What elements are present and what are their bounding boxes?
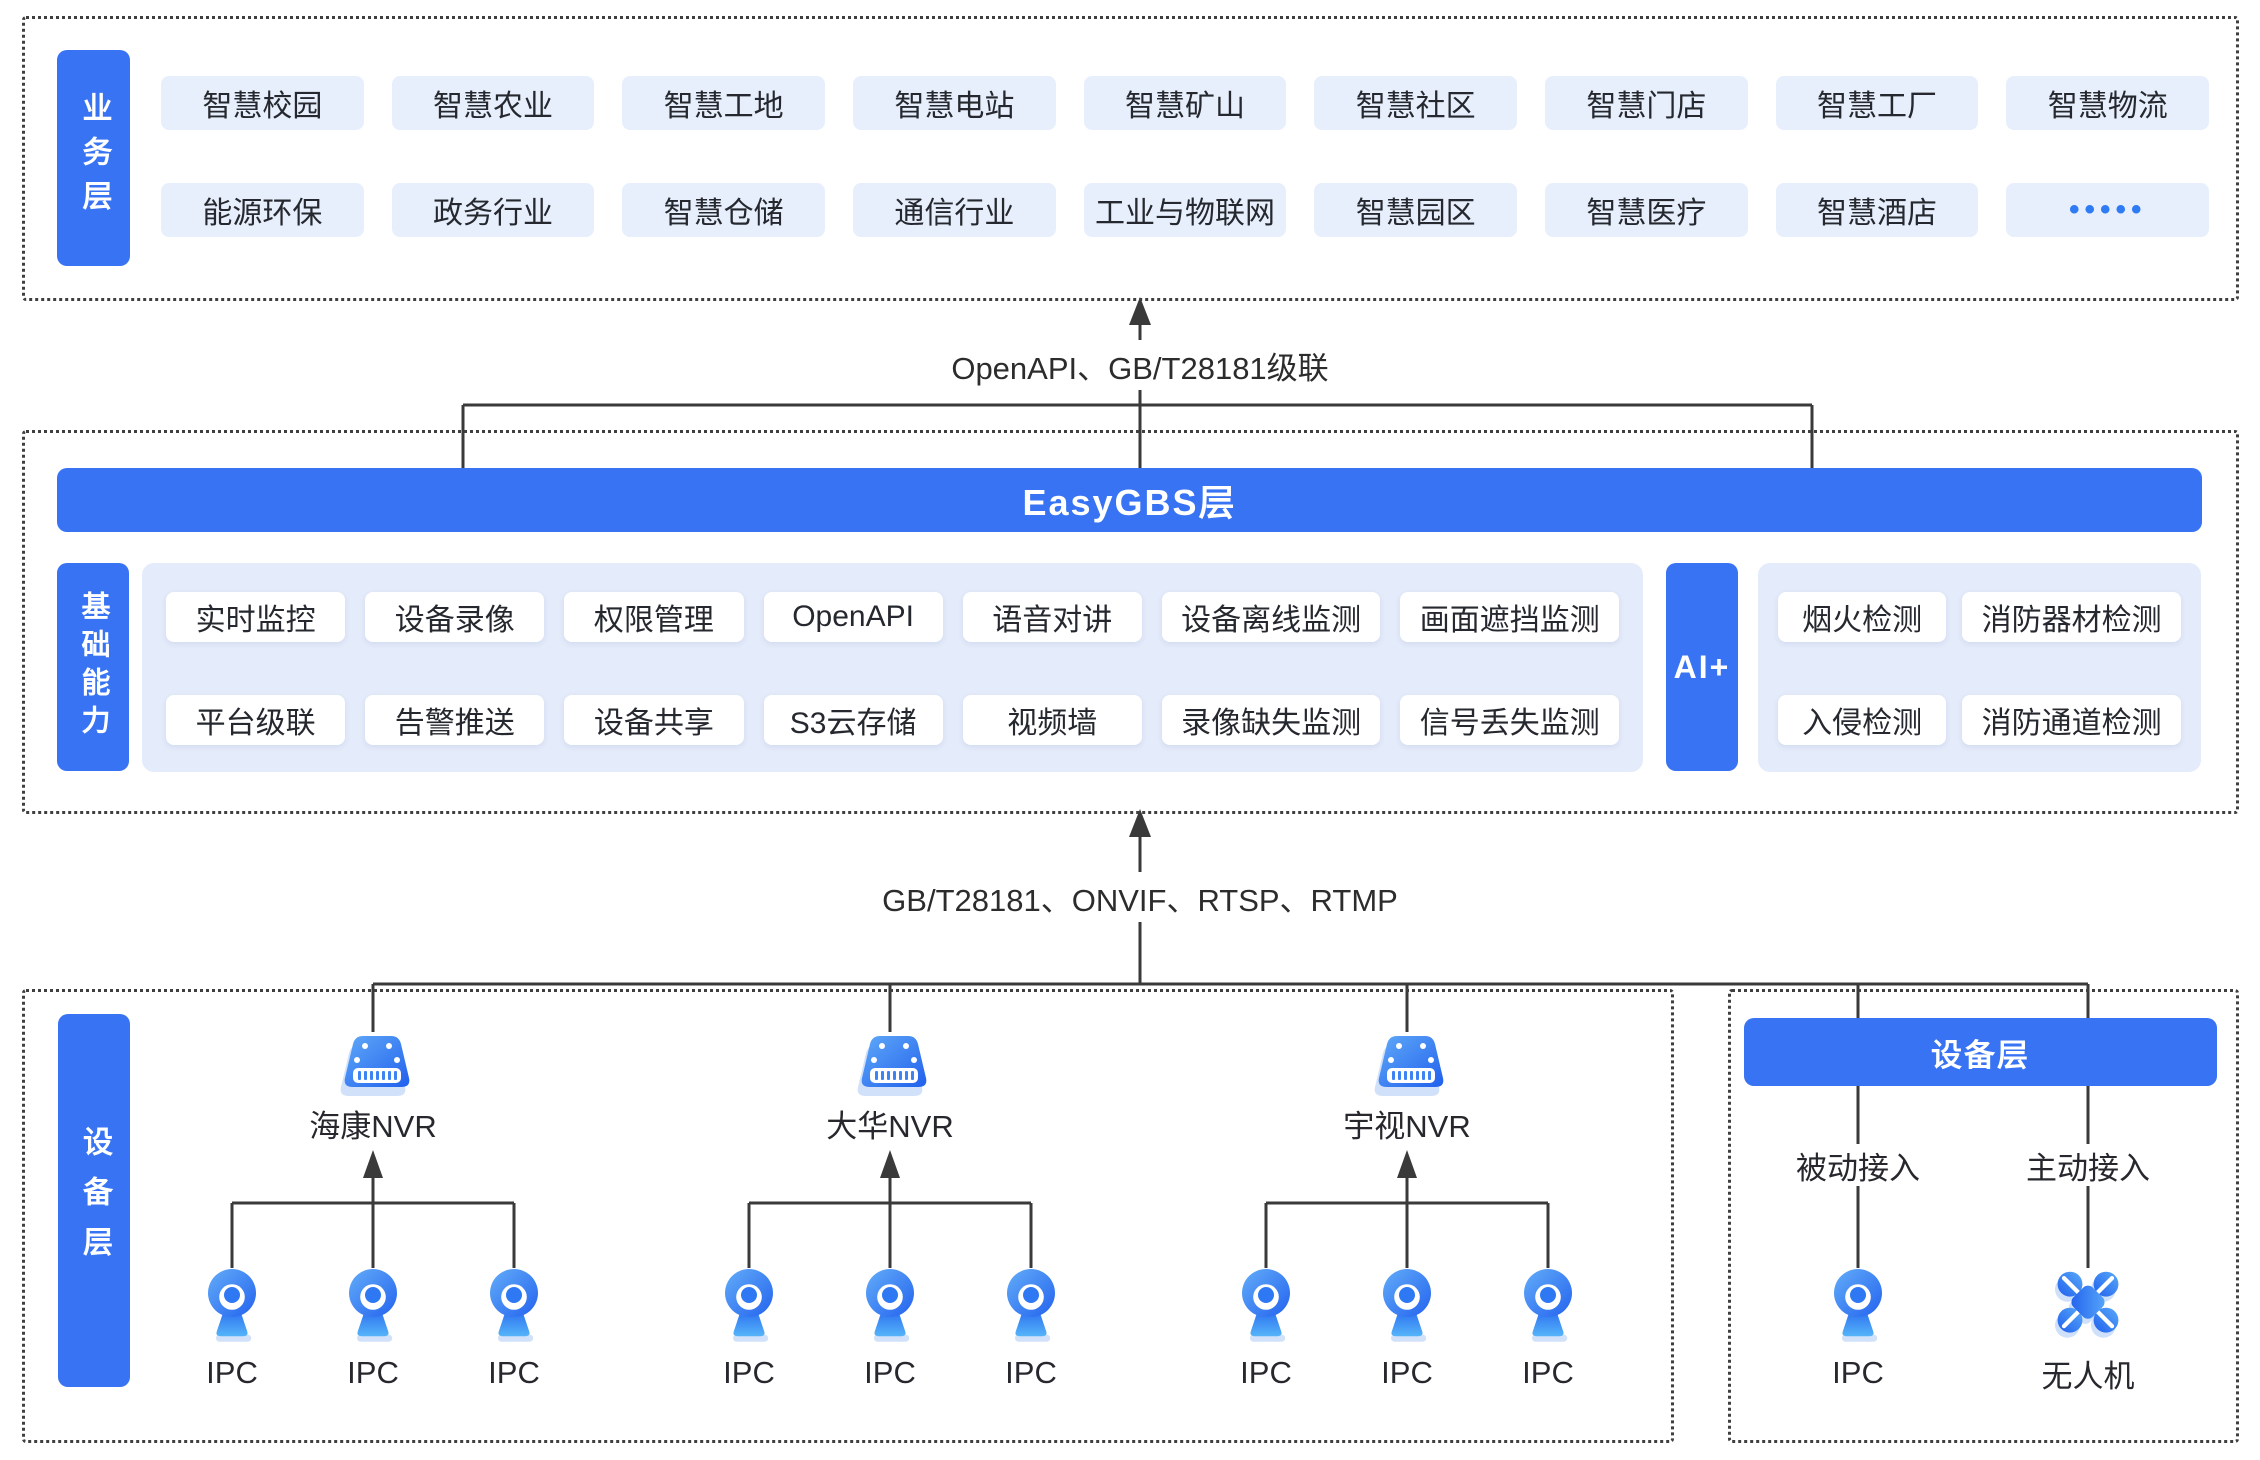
ipc-camera-icon (1516, 1262, 1580, 1348)
device-layer-right-box (1728, 989, 2239, 1443)
active-access-label: 主动接入 (1978, 1144, 2198, 1186)
capability-chip: OpenAPI (763, 592, 943, 642)
scenario-chip: 智慧酒店 (1775, 183, 1979, 237)
ai-plus-label: AI+ (1666, 563, 1738, 771)
capability-chip: S3云存储 (763, 695, 943, 745)
ipc-camera-icon (1234, 1262, 1298, 1348)
business-row-2: 能源环保 政务行业 智慧仓储 通信行业 工业与物联网 智慧园区 智慧医疗 智慧酒… (161, 183, 2210, 237)
scenario-chip: 智慧农业 (391, 76, 595, 130)
ipc-camera-icon (200, 1262, 264, 1348)
ipc-label: IPC (1522, 1355, 1574, 1390)
business-layer-label: 业务层 (57, 50, 130, 266)
ipc-label: IPC (864, 1355, 916, 1390)
ipc-label: IPC (1005, 1355, 1057, 1390)
drone-icon (2052, 1266, 2124, 1340)
scenario-chip: 能源环保 (161, 183, 364, 237)
arrow-up-to-business-layer (1129, 297, 1151, 325)
ipc-label: IPC (723, 1355, 775, 1390)
nvr-name: 海康NVR (309, 1108, 437, 1144)
scenario-chip: 智慧矿山 (1083, 76, 1287, 130)
scenario-chip: 政务行业 (391, 183, 595, 237)
scenario-chip: 智慧工地 (622, 76, 826, 130)
ipc-camera-icon (341, 1262, 405, 1348)
ipc-label: IPC (1381, 1355, 1433, 1390)
passive-access-label: 被动接入 (1748, 1144, 1968, 1186)
more-scenarios-ellipsis: ••••• (2006, 183, 2210, 237)
capability-chip: 设备共享 (564, 695, 744, 745)
business-layer-box (22, 16, 2239, 301)
capability-row-2: 平台级联 告警推送 设备共享 S3云存储 视频墙 录像缺失监测 信号丢失监测 (166, 695, 1620, 745)
ipc-camera-icon (999, 1262, 1063, 1348)
scenario-chip: 工业与物联网 (1083, 183, 1287, 237)
scenario-chip: 智慧物流 (2006, 76, 2210, 130)
ipc-label: IPC (488, 1355, 540, 1390)
device-layer-left-label: 设备层 (58, 1014, 130, 1387)
scenario-chip: 智慧电站 (853, 76, 1056, 130)
arrow-up-to-platform-layer (1129, 809, 1151, 837)
scenario-chip: 智慧园区 (1314, 183, 1518, 237)
nvr-name: 宇视NVR (1343, 1108, 1471, 1144)
scenario-chip: 智慧医疗 (1545, 183, 1748, 237)
arrow-up-to-nvr-3 (1397, 1150, 1417, 1178)
ai-row-2: 入侵检测 消防通道检测 (1778, 695, 2181, 745)
scenario-chip: 智慧门店 (1545, 76, 1748, 130)
capability-label: 基础能力 (57, 563, 129, 771)
ai-row-1: 烟火检测 消防器材检测 (1778, 592, 2181, 642)
capability-chip: 实时监控 (166, 592, 346, 642)
capability-chip: 语音对讲 (962, 592, 1142, 642)
nvr-icon (333, 1028, 421, 1110)
capability-chip: 画面遮挡监测 (1400, 592, 1620, 642)
capability-chip: 告警推送 (365, 695, 545, 745)
scenario-chip: 智慧社区 (1314, 76, 1518, 130)
ai-chip: 烟火检测 (1778, 592, 1947, 642)
scenario-chip: 通信行业 (853, 183, 1056, 237)
platform-layer-box (22, 430, 2239, 814)
scenario-chip: 智慧仓储 (622, 183, 826, 237)
capability-chip: 权限管理 (564, 592, 744, 642)
capability-chip: 录像缺失监测 (1161, 695, 1381, 745)
capability-chip: 视频墙 (962, 695, 1142, 745)
ai-chip: 消防通道检测 (1962, 695, 2181, 745)
arrow-up-to-nvr-1 (363, 1150, 383, 1178)
device-layer-left-box (22, 989, 1674, 1443)
business-row-1: 智慧校园 智慧农业 智慧工地 智慧电站 智慧矿山 智慧社区 智慧门店 智慧工厂 … (161, 76, 2210, 130)
device-layer-right-banner: 设备层 (1744, 1018, 2217, 1086)
ipc-label: IPC (206, 1355, 258, 1390)
ipc-camera-icon (482, 1262, 546, 1348)
capability-row-1: 实时监控 设备录像 权限管理 OpenAPI 语音对讲 设备离线监测 画面遮挡监… (166, 592, 1620, 642)
ipc-label: IPC (1832, 1355, 1884, 1390)
easygbs-title-bar: EasyGBS层 (57, 468, 2202, 532)
capability-chip: 设备录像 (365, 592, 545, 642)
scenario-chip: 智慧工厂 (1775, 76, 1979, 130)
arrow-up-to-nvr-2 (880, 1150, 900, 1178)
capability-chip: 设备离线监测 (1161, 592, 1381, 642)
nvr-icon (1367, 1028, 1455, 1110)
bottom-connector-label: GB/T28181、ONVIF、RTSP、RTMP (810, 872, 1470, 922)
capability-chip: 平台级联 (166, 695, 346, 745)
ipc-camera-icon (858, 1262, 922, 1348)
ipc-label: IPC (347, 1355, 399, 1390)
ai-chip: 入侵检测 (1778, 695, 1947, 745)
capability-chip: 信号丢失监测 (1400, 695, 1620, 745)
ipc-label: IPC (1240, 1355, 1292, 1390)
ipc-camera-icon (717, 1262, 781, 1348)
scenario-chip: 智慧校园 (161, 76, 364, 130)
nvr-icon (850, 1028, 938, 1110)
top-connector-label: OpenAPI、GB/T28181级联 (860, 340, 1420, 390)
ipc-camera-icon (1375, 1262, 1439, 1348)
nvr-name: 大华NVR (826, 1108, 954, 1144)
ipc-camera-icon (1826, 1262, 1890, 1348)
ai-chip: 消防器材检测 (1962, 592, 2181, 642)
drone-label: 无人机 (2041, 1358, 2135, 1394)
